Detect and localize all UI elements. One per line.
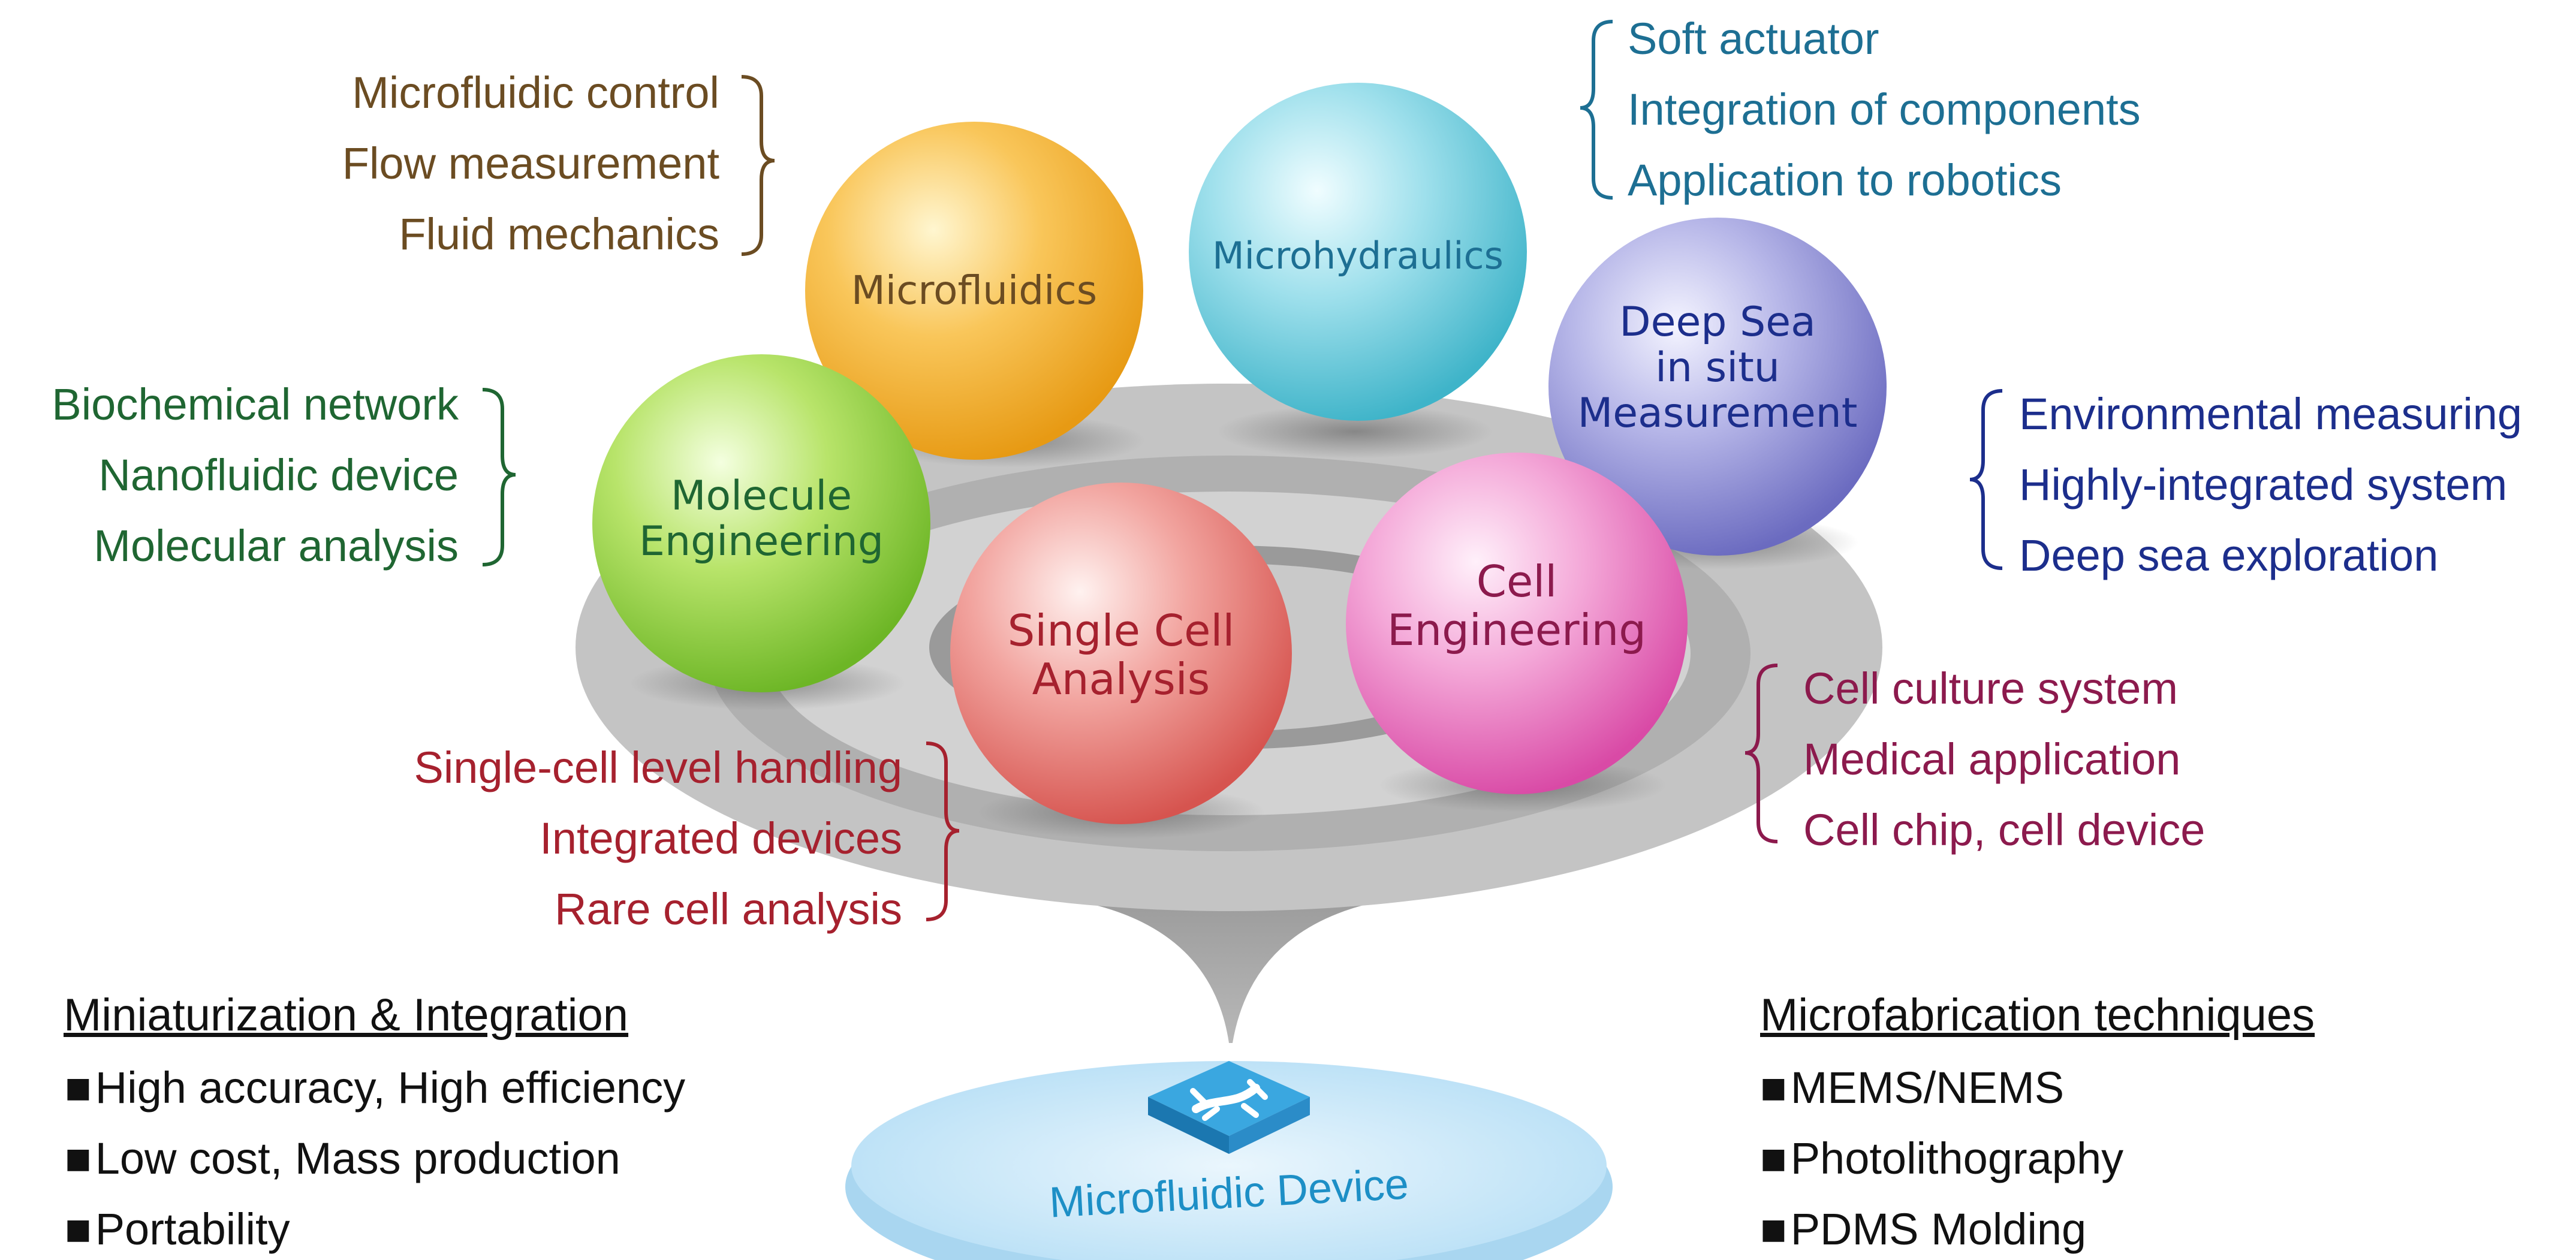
topic-text: Cell chip, cell device: [1803, 805, 2206, 855]
brace-molecule: [482, 388, 516, 566]
bullet-text: High accuracy, High efficiency: [95, 1063, 686, 1113]
sphere-label-line: Molecule: [670, 472, 852, 520]
bullet-square-icon: ■: [65, 1204, 92, 1254]
topic-text: Nanofluidic device: [98, 450, 459, 500]
sphere-label-deep-sea: Deep Sea in situ Measurement: [1550, 299, 1885, 438]
bullet-square-icon: ■: [1760, 1063, 1787, 1113]
bullet-text: Low cost, Mass production: [95, 1134, 620, 1183]
sphere-shadow: [1217, 405, 1493, 459]
sphere-label-molecule-engineering: Molecule Engineering: [593, 472, 929, 566]
bullet-item: ■High accuracy, High efficiency: [65, 1062, 685, 1113]
brace-microfluidics: [741, 75, 775, 256]
sphere-molecule-engineering: [592, 354, 930, 692]
chip-icon: [1148, 1061, 1310, 1154]
sphere-label-line: Microhydraulics: [1212, 234, 1504, 278]
brace-deep-sea: [1969, 389, 2003, 570]
topic-text: Molecular analysis: [94, 521, 459, 571]
section-title-miniaturization: Miniaturization & Integration: [64, 990, 629, 1041]
group-cell-engineering: Cell culture system Medical application …: [1803, 667, 2403, 864]
group-molecule-engineering: Biochemical network Nanofluidic device M…: [0, 382, 459, 580]
topic-text: Medical application: [1803, 734, 2181, 784]
topic-text: Soft actuator: [1628, 14, 1879, 64]
topic-text: Application to robotics: [1628, 155, 2062, 205]
topic-text: Integration of components: [1628, 85, 2141, 134]
topic-text: Highly-integrated system: [2019, 460, 2508, 510]
bullet-text: Portability: [95, 1204, 290, 1254]
sphere-label-line: Analysis: [1032, 653, 1210, 704]
sphere-label-line: in situ: [1655, 344, 1780, 392]
bullet-item: ■Low cost, Mass production: [65, 1133, 620, 1184]
device-platform: [845, 1061, 1613, 1260]
brace-microhydraulics: [1580, 20, 1613, 200]
sphere-label-line: Single Cell: [1007, 605, 1235, 656]
sphere-single-cell-analysis: [950, 483, 1292, 824]
bullet-text: PDMS Molding: [1790, 1204, 2087, 1254]
topic-text: Biochemical network: [52, 379, 459, 429]
bullet-item: ■Photolithography: [1760, 1133, 2123, 1184]
topic-text: Deep sea exploration: [2019, 530, 2439, 580]
sphere-label-microfluidics: Microfluidics: [806, 269, 1142, 313]
funnel-stem: [1067, 899, 1391, 1043]
sphere-label-line: Deep Sea: [1619, 299, 1816, 346]
sphere-label-line: Measurement: [1577, 390, 1858, 438]
bullet-item: ■Portability: [65, 1204, 290, 1255]
sphere-label-line: Engineering: [1387, 604, 1646, 655]
sphere-deep-sea: [1548, 218, 1887, 556]
group-deep-sea: Environmental measuring Highly-integrate…: [2019, 392, 2571, 590]
sphere-label-line: Microfluidics: [851, 267, 1098, 314]
bullet-square-icon: ■: [65, 1063, 92, 1113]
sphere-label-line: Cell: [1476, 556, 1557, 607]
bullet-square-icon: ■: [1760, 1204, 1787, 1254]
group-microhydraulics: Soft actuator Integration of components …: [1628, 17, 2287, 215]
group-single-cell: Single-cell level handling Integrated de…: [300, 746, 902, 944]
topic-text: Fluid mechanics: [399, 209, 719, 259]
sphere-label-line: Engineering: [639, 518, 884, 566]
sphere-cell-engineering: [1346, 453, 1688, 794]
topic-text: Integrated devices: [540, 813, 902, 863]
device-disk-top: [851, 1061, 1607, 1260]
sphere-label-microhydraulics: Microhydraulics: [1172, 234, 1544, 278]
bullet-item: ■PDMS Molding: [1760, 1204, 2086, 1255]
section-title-microfabrication: Microfabrication techniques: [1760, 990, 2315, 1041]
brace-cell-engineering: [1745, 664, 1778, 843]
bullet-square-icon: ■: [65, 1134, 92, 1183]
sphere-microfluidics: [805, 122, 1143, 460]
sphere-microhydraulics: [1189, 83, 1527, 421]
bullet-text: MEMS/NEMS: [1790, 1063, 2065, 1113]
topic-text: Rare cell analysis: [555, 884, 902, 934]
topic-text: Cell culture system: [1803, 664, 2179, 713]
topic-text: Microfluidic control: [352, 68, 719, 117]
group-microfluidics: Microfluidic control Flow measurement Fl…: [180, 71, 719, 269]
device-label: Microfluidic Device: [1048, 1160, 1410, 1227]
topic-text: Flow measurement: [342, 138, 719, 188]
sphere-label-cell-engineering: Cell Engineering: [1349, 557, 1685, 654]
bullet-item: ■MEMS/NEMS: [1760, 1062, 2064, 1113]
bullet-text: Photolithography: [1790, 1134, 2124, 1183]
topic-text: Environmental measuring: [2019, 389, 2523, 439]
brace-single-cell: [926, 741, 960, 921]
sphere-label-single-cell-analysis: Single Cell Analysis: [953, 607, 1289, 703]
topic-text: Single-cell level handling: [414, 743, 902, 792]
bullet-square-icon: ■: [1760, 1134, 1787, 1183]
